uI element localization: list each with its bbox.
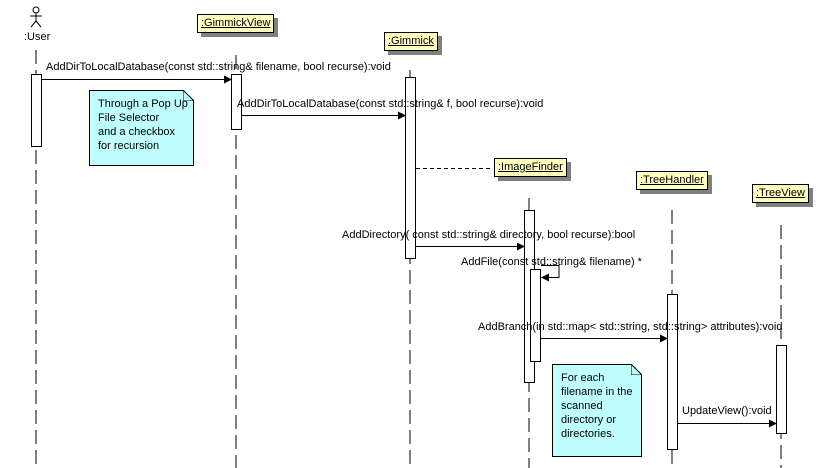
activation-treeview	[776, 345, 787, 434]
note-fold-corner	[183, 90, 194, 101]
actor-user-label: :User	[24, 31, 51, 43]
note-line: directories.	[561, 428, 615, 440]
note-file-selector[interactable]: Through a Pop Up File Selector and a che…	[89, 90, 194, 166]
note-line: scanned	[561, 400, 603, 412]
message-label-4: AddFile(const std::string& filename) *	[461, 256, 642, 268]
object-imagefinder[interactable]: :ImageFinder	[494, 158, 567, 177]
note-line: directory or	[561, 414, 617, 426]
activation-treehandler	[667, 294, 678, 450]
activation-imagefinder-addfile	[530, 269, 541, 362]
object-treeview[interactable]: :TreeView	[752, 184, 809, 203]
object-treehandler[interactable]: :TreeHandler	[636, 171, 708, 190]
message-label-6: UpdateView():void	[682, 405, 772, 417]
self-message-arrow	[541, 265, 560, 282]
message-label-1: AddDirToLocalDatabase(const std::string&…	[46, 61, 391, 73]
object-gimmickview[interactable]: :GimmickView	[197, 14, 275, 33]
note-for-each-filename[interactable]: For each filename in the scanned directo…	[552, 364, 642, 457]
activation-gimmick	[405, 77, 416, 259]
activation-gimmickview	[231, 74, 242, 130]
activation-user	[31, 74, 42, 147]
object-gimmick[interactable]: :Gimmick	[384, 32, 438, 51]
note-fold-corner	[631, 364, 642, 375]
actor-user-icon	[30, 6, 42, 28]
message-label-5: AddBranch(in std::map< std::string, std:…	[478, 321, 783, 333]
note-line: For each	[561, 372, 605, 384]
note-line: Through a Pop Up	[98, 98, 188, 110]
message-label-2: AddDirToLocalDatabase(const std::string&…	[237, 98, 544, 110]
message-label-3: AddDirectory( const std::string& directo…	[342, 229, 636, 241]
note-line: and a checkbox	[98, 126, 176, 138]
note-line: File Selector	[98, 112, 160, 124]
note-line: for recursion	[98, 140, 160, 152]
note-line: filename in the	[561, 386, 633, 398]
